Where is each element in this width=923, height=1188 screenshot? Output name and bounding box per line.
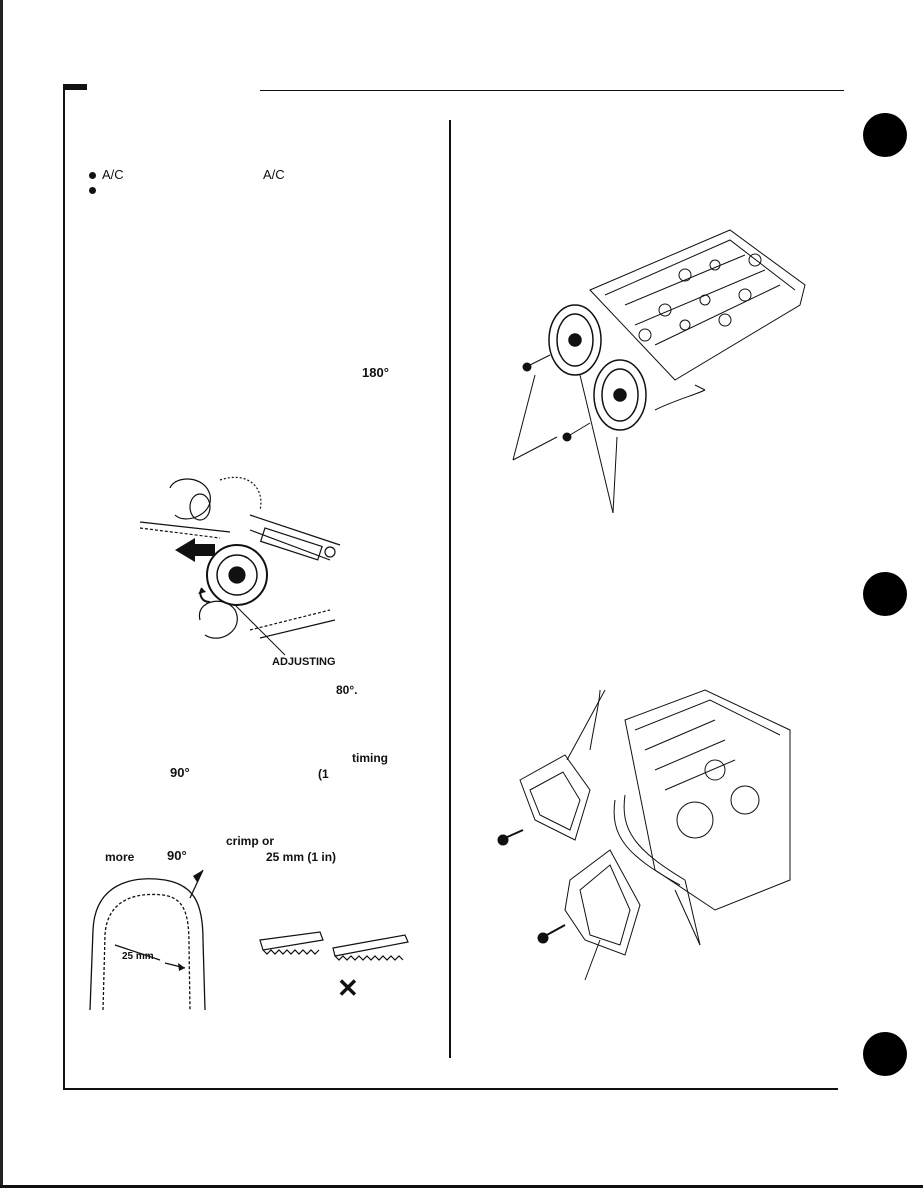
timing-label: timing	[352, 751, 388, 765]
crimp-label: crimp or	[226, 834, 275, 848]
timing-cover-illustration	[497, 689, 791, 981]
page-frame-left	[63, 88, 65, 1090]
belt-bend-illustration	[89, 869, 206, 1011]
mm-label: 25 mm (1 in)	[266, 850, 337, 864]
paren-1-label: (1	[318, 767, 329, 781]
angle-80-label: 80°.	[336, 683, 358, 697]
scan-edge-bottom	[0, 1185, 923, 1188]
wrong-mark-icon: ✕	[337, 973, 359, 1003]
tensioner-label: ADJUSTING	[272, 656, 336, 668]
belt-pieces-illustration	[259, 931, 409, 961]
column-divider	[449, 120, 451, 1058]
binder-hole-top	[863, 113, 907, 157]
corner-mark	[63, 84, 87, 90]
belt-measure-label: 25 mm	[122, 951, 154, 962]
bullet-2	[89, 187, 96, 194]
bullet-1-text-b: A/C	[263, 167, 285, 182]
page-frame-bottom	[63, 1088, 838, 1090]
scan-edge-left	[0, 0, 3, 1188]
binder-hole-middle	[863, 572, 907, 616]
bullet-1-text-a: A/C	[102, 167, 124, 182]
angle-180-label: 180°	[362, 365, 389, 380]
bullet-1	[89, 172, 96, 179]
angle-90-label-b: 90°	[167, 848, 187, 863]
binder-hole-bottom	[863, 1032, 907, 1076]
more-label: more	[105, 850, 135, 864]
header-rule	[260, 90, 844, 91]
tensioner-illustration	[139, 476, 341, 656]
camshaft-pulley-illustration	[512, 229, 806, 514]
angle-90-label-a: 90°	[170, 765, 190, 780]
